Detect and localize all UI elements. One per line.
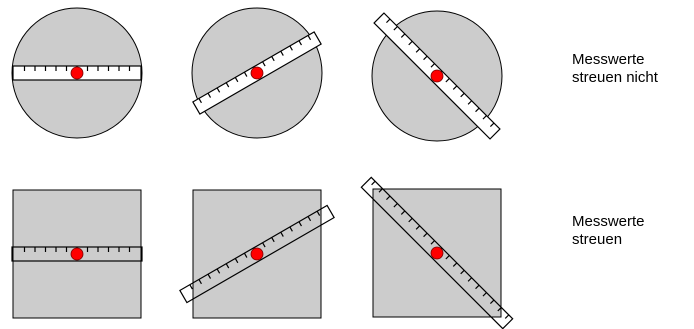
ruler-tick — [393, 203, 398, 208]
ruler-tick — [280, 231, 284, 237]
caption-scatter: Messwerte streuen — [572, 213, 645, 249]
ruler-tick — [198, 279, 202, 285]
caption-scatter-line-1: Messwerte — [572, 213, 645, 230]
ruler-tick — [475, 284, 480, 290]
ruler-tick — [386, 18, 391, 24]
ruler-tick — [216, 87, 221, 93]
center-point — [250, 66, 264, 80]
panel-circle-2 — [191, 7, 323, 139]
ruler-tick — [482, 115, 487, 120]
ruler — [360, 176, 514, 329]
ruler-tick — [445, 78, 450, 83]
ruler-tick — [189, 284, 193, 290]
ruler-tick — [423, 55, 428, 61]
ruler-tick — [271, 237, 275, 243]
center-point — [70, 247, 84, 261]
ruler-tick — [243, 252, 248, 258]
ruler-tick — [415, 48, 421, 53]
ruler-tick — [467, 100, 473, 105]
ruler-tick — [460, 269, 465, 275]
ruler-tick — [207, 92, 212, 98]
center-point — [70, 66, 84, 80]
ruler-tick — [225, 82, 230, 88]
caption-no-scatter: Messwerte streuen nicht — [572, 51, 658, 87]
ruler-tick — [234, 77, 239, 83]
ruler-tick — [423, 232, 428, 238]
panels-layer — [11, 7, 514, 329]
ruler-tick — [400, 33, 406, 38]
ruler-tick — [467, 277, 473, 282]
ruler-tick — [430, 63, 435, 68]
ruler-tick — [489, 122, 495, 127]
ruler-tick — [289, 45, 293, 51]
ruler-tick — [386, 195, 391, 201]
caption-scatter-line-2: streuen — [572, 231, 623, 248]
ruler-tick — [460, 92, 465, 98]
ruler — [179, 204, 335, 304]
ruler-tick — [489, 299, 495, 304]
ruler-tick — [243, 71, 248, 77]
caption-no-scatter-line-1: Messwerte — [572, 51, 645, 68]
ruler-tick — [415, 225, 421, 230]
ruler-tick — [316, 210, 321, 216]
ruler-tick — [445, 255, 450, 260]
ruler-body — [179, 204, 335, 304]
ruler-tick — [452, 85, 458, 90]
ruler-tick — [307, 216, 312, 222]
ruler-tick — [371, 180, 376, 186]
ruler-tick — [262, 242, 266, 248]
ruler-tick — [475, 107, 480, 113]
center-point — [430, 246, 444, 260]
ruler-tick — [452, 262, 458, 267]
panel-square-3 — [360, 176, 514, 329]
ruler-tick — [289, 226, 293, 232]
panel-square-1 — [11, 189, 143, 319]
ruler-tick — [504, 314, 510, 319]
ruler-tick — [497, 307, 502, 312]
ruler-tick — [393, 26, 398, 31]
ruler-tick — [225, 263, 230, 269]
center-point — [250, 247, 264, 261]
ruler-tick — [408, 40, 413, 46]
center-point — [430, 69, 444, 83]
panel-circle-3 — [371, 10, 503, 142]
ruler-tick — [430, 240, 435, 245]
ruler-tick — [378, 188, 383, 193]
panel-circle-1 — [11, 7, 143, 139]
panel-square-2 — [179, 189, 335, 319]
ruler-tick — [408, 217, 413, 223]
ruler-tick — [271, 56, 275, 62]
ruler-tick — [216, 268, 221, 274]
ruler-tick — [207, 273, 212, 279]
ruler-tick — [298, 221, 302, 227]
ruler-tick — [307, 35, 312, 41]
ruler — [11, 246, 143, 262]
ruler-tick — [482, 292, 487, 297]
ruler-tick — [234, 258, 239, 264]
ruler-tick — [298, 40, 302, 46]
ruler-tick — [280, 50, 284, 56]
ruler-tick — [198, 98, 202, 104]
ruler-tick — [262, 61, 266, 67]
caption-no-scatter-line-2: streuen nicht — [572, 69, 658, 86]
ruler-tick — [400, 210, 406, 215]
